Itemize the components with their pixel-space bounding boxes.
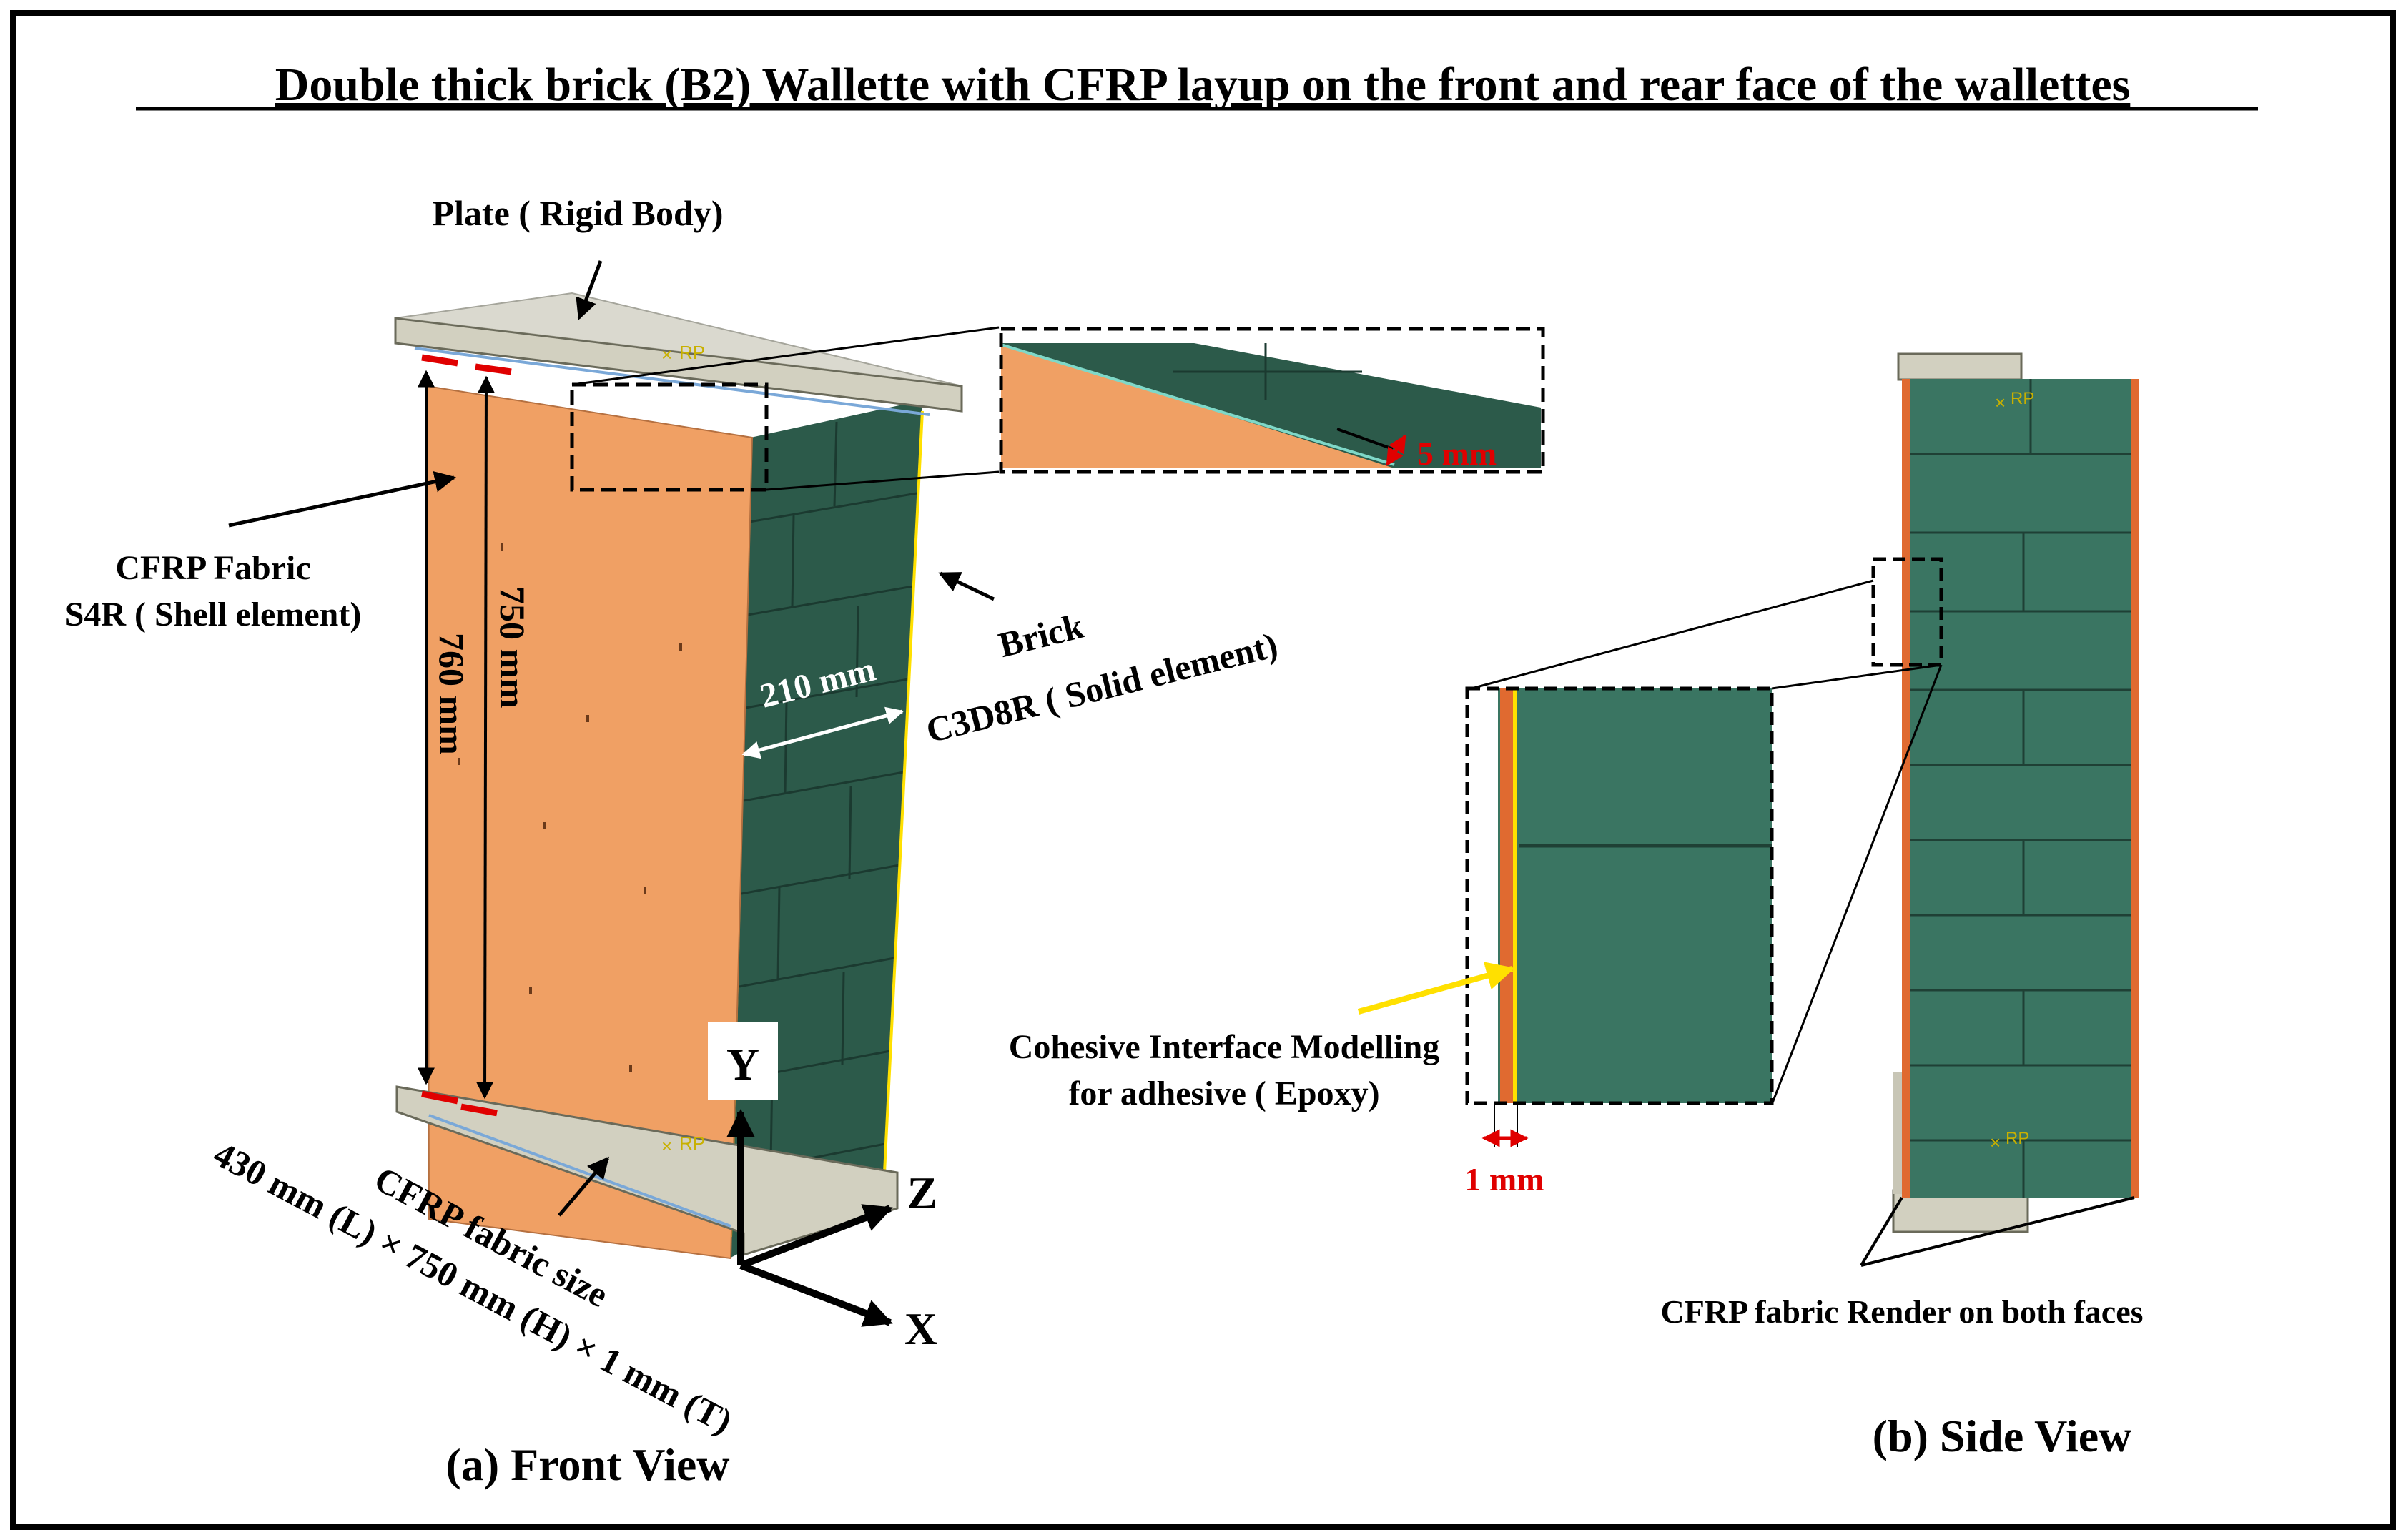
bottom-plate-interface bbox=[428, 1114, 731, 1228]
y-axis-box bbox=[708, 1022, 778, 1100]
side-brick-joints bbox=[1910, 379, 2131, 1198]
z-axis-arrow bbox=[739, 1204, 893, 1269]
side-zoom-connector-bottom bbox=[1770, 664, 1943, 1105]
side-cfrp-rear bbox=[2131, 379, 2139, 1198]
side-view: × RP × RP 1 mm Cohesive Interface Modell… bbox=[1009, 352, 2144, 1461]
side-inset-adhesive bbox=[1513, 688, 1517, 1103]
cfrp-arrow bbox=[228, 470, 456, 528]
brick-label-1: Brick bbox=[995, 606, 1088, 665]
dim-5-label: 5 mm bbox=[1417, 435, 1497, 472]
x-axis-label: X bbox=[904, 1303, 937, 1354]
figure-title: Double thick brick (B2) Wallette with CF… bbox=[275, 59, 2131, 111]
render-line-left bbox=[1860, 1196, 1903, 1267]
side-zoom-connector-mid bbox=[1771, 663, 1942, 690]
dim-750-label: 750 mm bbox=[493, 586, 533, 709]
side-caption: (b) Side View bbox=[1873, 1411, 2132, 1461]
inset-tick bbox=[1336, 428, 1394, 450]
rp-cross-top: × bbox=[661, 344, 672, 365]
rp-cross-bottom: × bbox=[661, 1135, 672, 1157]
cohesive-label-2: for adhesive ( Epoxy) bbox=[1068, 1075, 1379, 1112]
front-view: RP × × RP 760 mm 750 mm 210 mm Plate ( R… bbox=[65, 193, 1545, 1490]
zoom-inset-side: 1 mm bbox=[1464, 686, 1774, 1198]
red-dimension-ticks bbox=[421, 354, 512, 1117]
side-top-plate bbox=[1897, 352, 2023, 381]
side-rp-top: RP bbox=[2011, 389, 2034, 408]
side-wall bbox=[1902, 379, 2139, 1198]
cfrp-label-2: S4R ( Shell element) bbox=[65, 596, 362, 633]
zoom-connector-bottom bbox=[766, 470, 1000, 491]
adhesive-edge-rear bbox=[883, 410, 924, 1173]
brick-arrow bbox=[938, 571, 995, 601]
plate-arrow bbox=[576, 260, 603, 320]
side-zoom-connector-top bbox=[1471, 579, 1874, 690]
plate-label: Plate ( Rigid Body) bbox=[433, 193, 724, 233]
dim-1-label: 1 mm bbox=[1464, 1161, 1544, 1198]
inset-adhesive bbox=[1000, 343, 1395, 466]
zoom-box-front bbox=[570, 382, 769, 492]
brick-side-face bbox=[729, 400, 922, 1258]
side-rp-cross-top: × bbox=[1995, 392, 2006, 413]
cohesive-label-1: Cohesive Interface Modelling bbox=[1009, 1028, 1440, 1066]
rp-bottom-front: RP bbox=[679, 1132, 705, 1154]
zoom-inset-front: 5 mm bbox=[999, 327, 1545, 474]
side-inset-brick bbox=[1498, 688, 1772, 1103]
render-label: CFRP fabric Render on both faces bbox=[1660, 1293, 2143, 1330]
x-axis-arrow bbox=[739, 1262, 893, 1327]
top-plate-interface bbox=[414, 347, 930, 416]
dim-760-label: 760 mm bbox=[432, 633, 472, 755]
cohesive-arrow bbox=[1357, 962, 1515, 1015]
side-inset-cfrp bbox=[1500, 688, 1513, 1103]
dim-5-line bbox=[1385, 434, 1407, 467]
size-arrow bbox=[558, 1156, 609, 1217]
z-axis-label: Z bbox=[907, 1168, 938, 1218]
figure-border bbox=[10, 10, 2396, 1530]
zoom-connector-top bbox=[571, 326, 1000, 386]
side-cfrp-front bbox=[1902, 379, 1910, 1198]
brick-label-2: C3D8R ( Solid element) bbox=[922, 624, 1282, 750]
dim-750-line bbox=[476, 375, 495, 1100]
cfrp-label-1: CFRP Fabric bbox=[115, 549, 310, 587]
top-plate-top bbox=[395, 292, 962, 387]
dim-210-line bbox=[741, 706, 904, 759]
zoom-box-side bbox=[1871, 557, 1943, 667]
side-inset-border bbox=[1465, 686, 1774, 1105]
inset-border bbox=[999, 327, 1545, 474]
cfrp-mesh-dots bbox=[458, 543, 682, 1072]
front-caption: (a) Front View bbox=[446, 1439, 730, 1490]
side-rp-cross-bottom: × bbox=[1990, 1132, 2001, 1153]
rp-top-front: RP bbox=[679, 342, 705, 363]
side-rp-bottom: RP bbox=[2006, 1129, 2029, 1148]
render-line-right bbox=[1860, 1196, 2135, 1267]
y-axis-label: Y bbox=[726, 1039, 759, 1090]
